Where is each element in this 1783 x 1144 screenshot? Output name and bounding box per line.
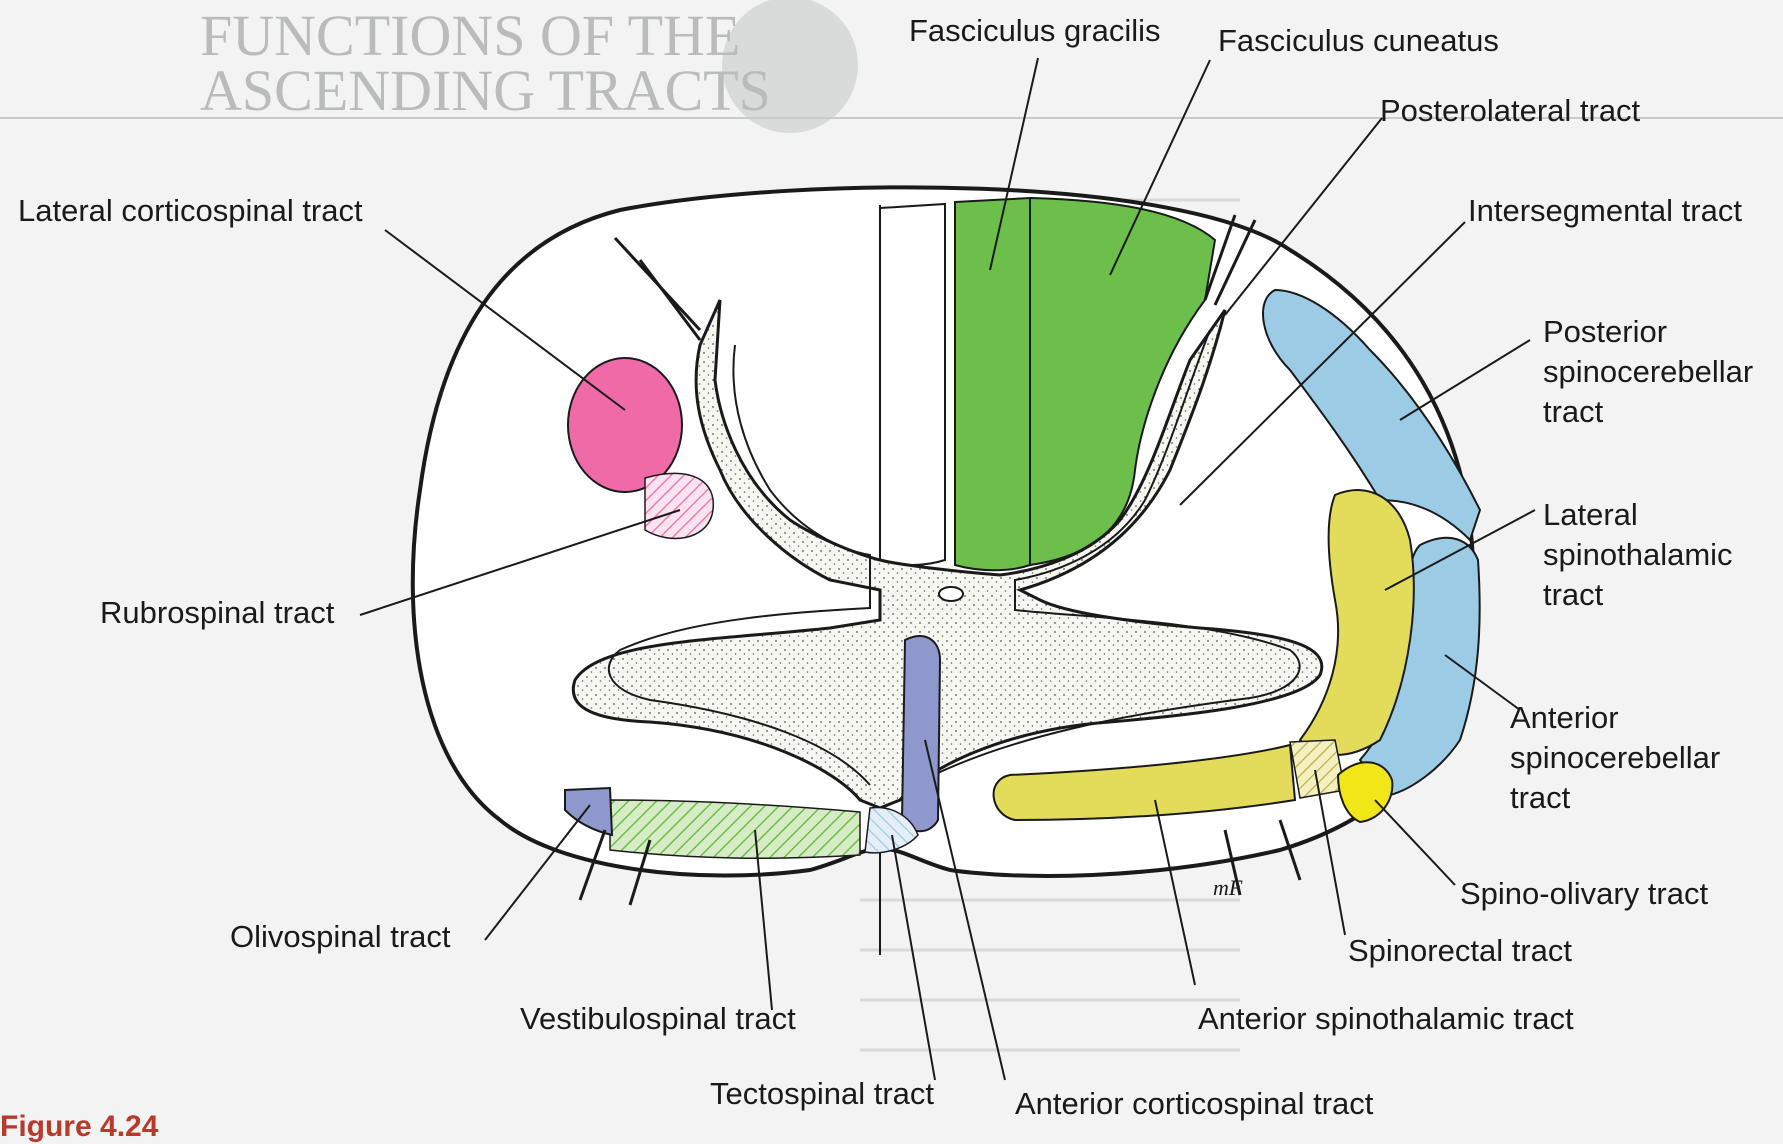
label-posterolateral-tract: Posterolateral tract — [1380, 92, 1640, 130]
label-lateral-corticospinal-tract: Lateral corticospinal tract — [18, 192, 363, 230]
label-posterior-spinocerebellar-tract: Posterior spinocerebellar tract — [1543, 312, 1753, 432]
label-fasciculus-gracilis: Fasciculus gracilis — [909, 12, 1161, 50]
central-canal — [939, 587, 963, 601]
label-spino-olivary-tract: Spino-olivary tract — [1460, 875, 1708, 913]
rubrospinal-region — [645, 473, 713, 538]
artist-initials: mF — [1213, 875, 1243, 900]
label-anterior-corticospinal-tract: Anterior corticospinal tract — [1015, 1085, 1373, 1123]
label-fasciculus-cuneatus: Fasciculus cuneatus — [1218, 22, 1499, 60]
label-anterior-spinothalamic-tract: Anterior spinothalamic tract — [1198, 1000, 1574, 1038]
label-anterior-spinocerebellar-tract: Anterior spinocerebellar tract — [1510, 698, 1720, 818]
label-lateral-spinothalamic-tract: Lateral spinothalamic tract — [1543, 495, 1733, 615]
lateral-corticospinal-region — [568, 358, 682, 492]
label-olivospinal-tract: Olivospinal tract — [230, 918, 451, 956]
anterior-corticospinal-region — [902, 636, 940, 831]
fasciculus-gracilis-region — [955, 198, 1030, 570]
label-tectospinal-tract: Tectospinal tract — [710, 1075, 934, 1113]
label-rubrospinal-tract: Rubrospinal tract — [100, 594, 334, 632]
background-heading-line2: ASCENDING TRACTS — [200, 58, 771, 123]
label-spinorectal-tract: Spinorectal tract — [1348, 932, 1572, 970]
label-intersegmental-tract: Intersegmental tract — [1468, 192, 1742, 230]
figure-caption: Figure 4.24 — [0, 1110, 158, 1144]
label-vestibulospinal-tract: Vestibulospinal tract — [520, 1000, 796, 1038]
